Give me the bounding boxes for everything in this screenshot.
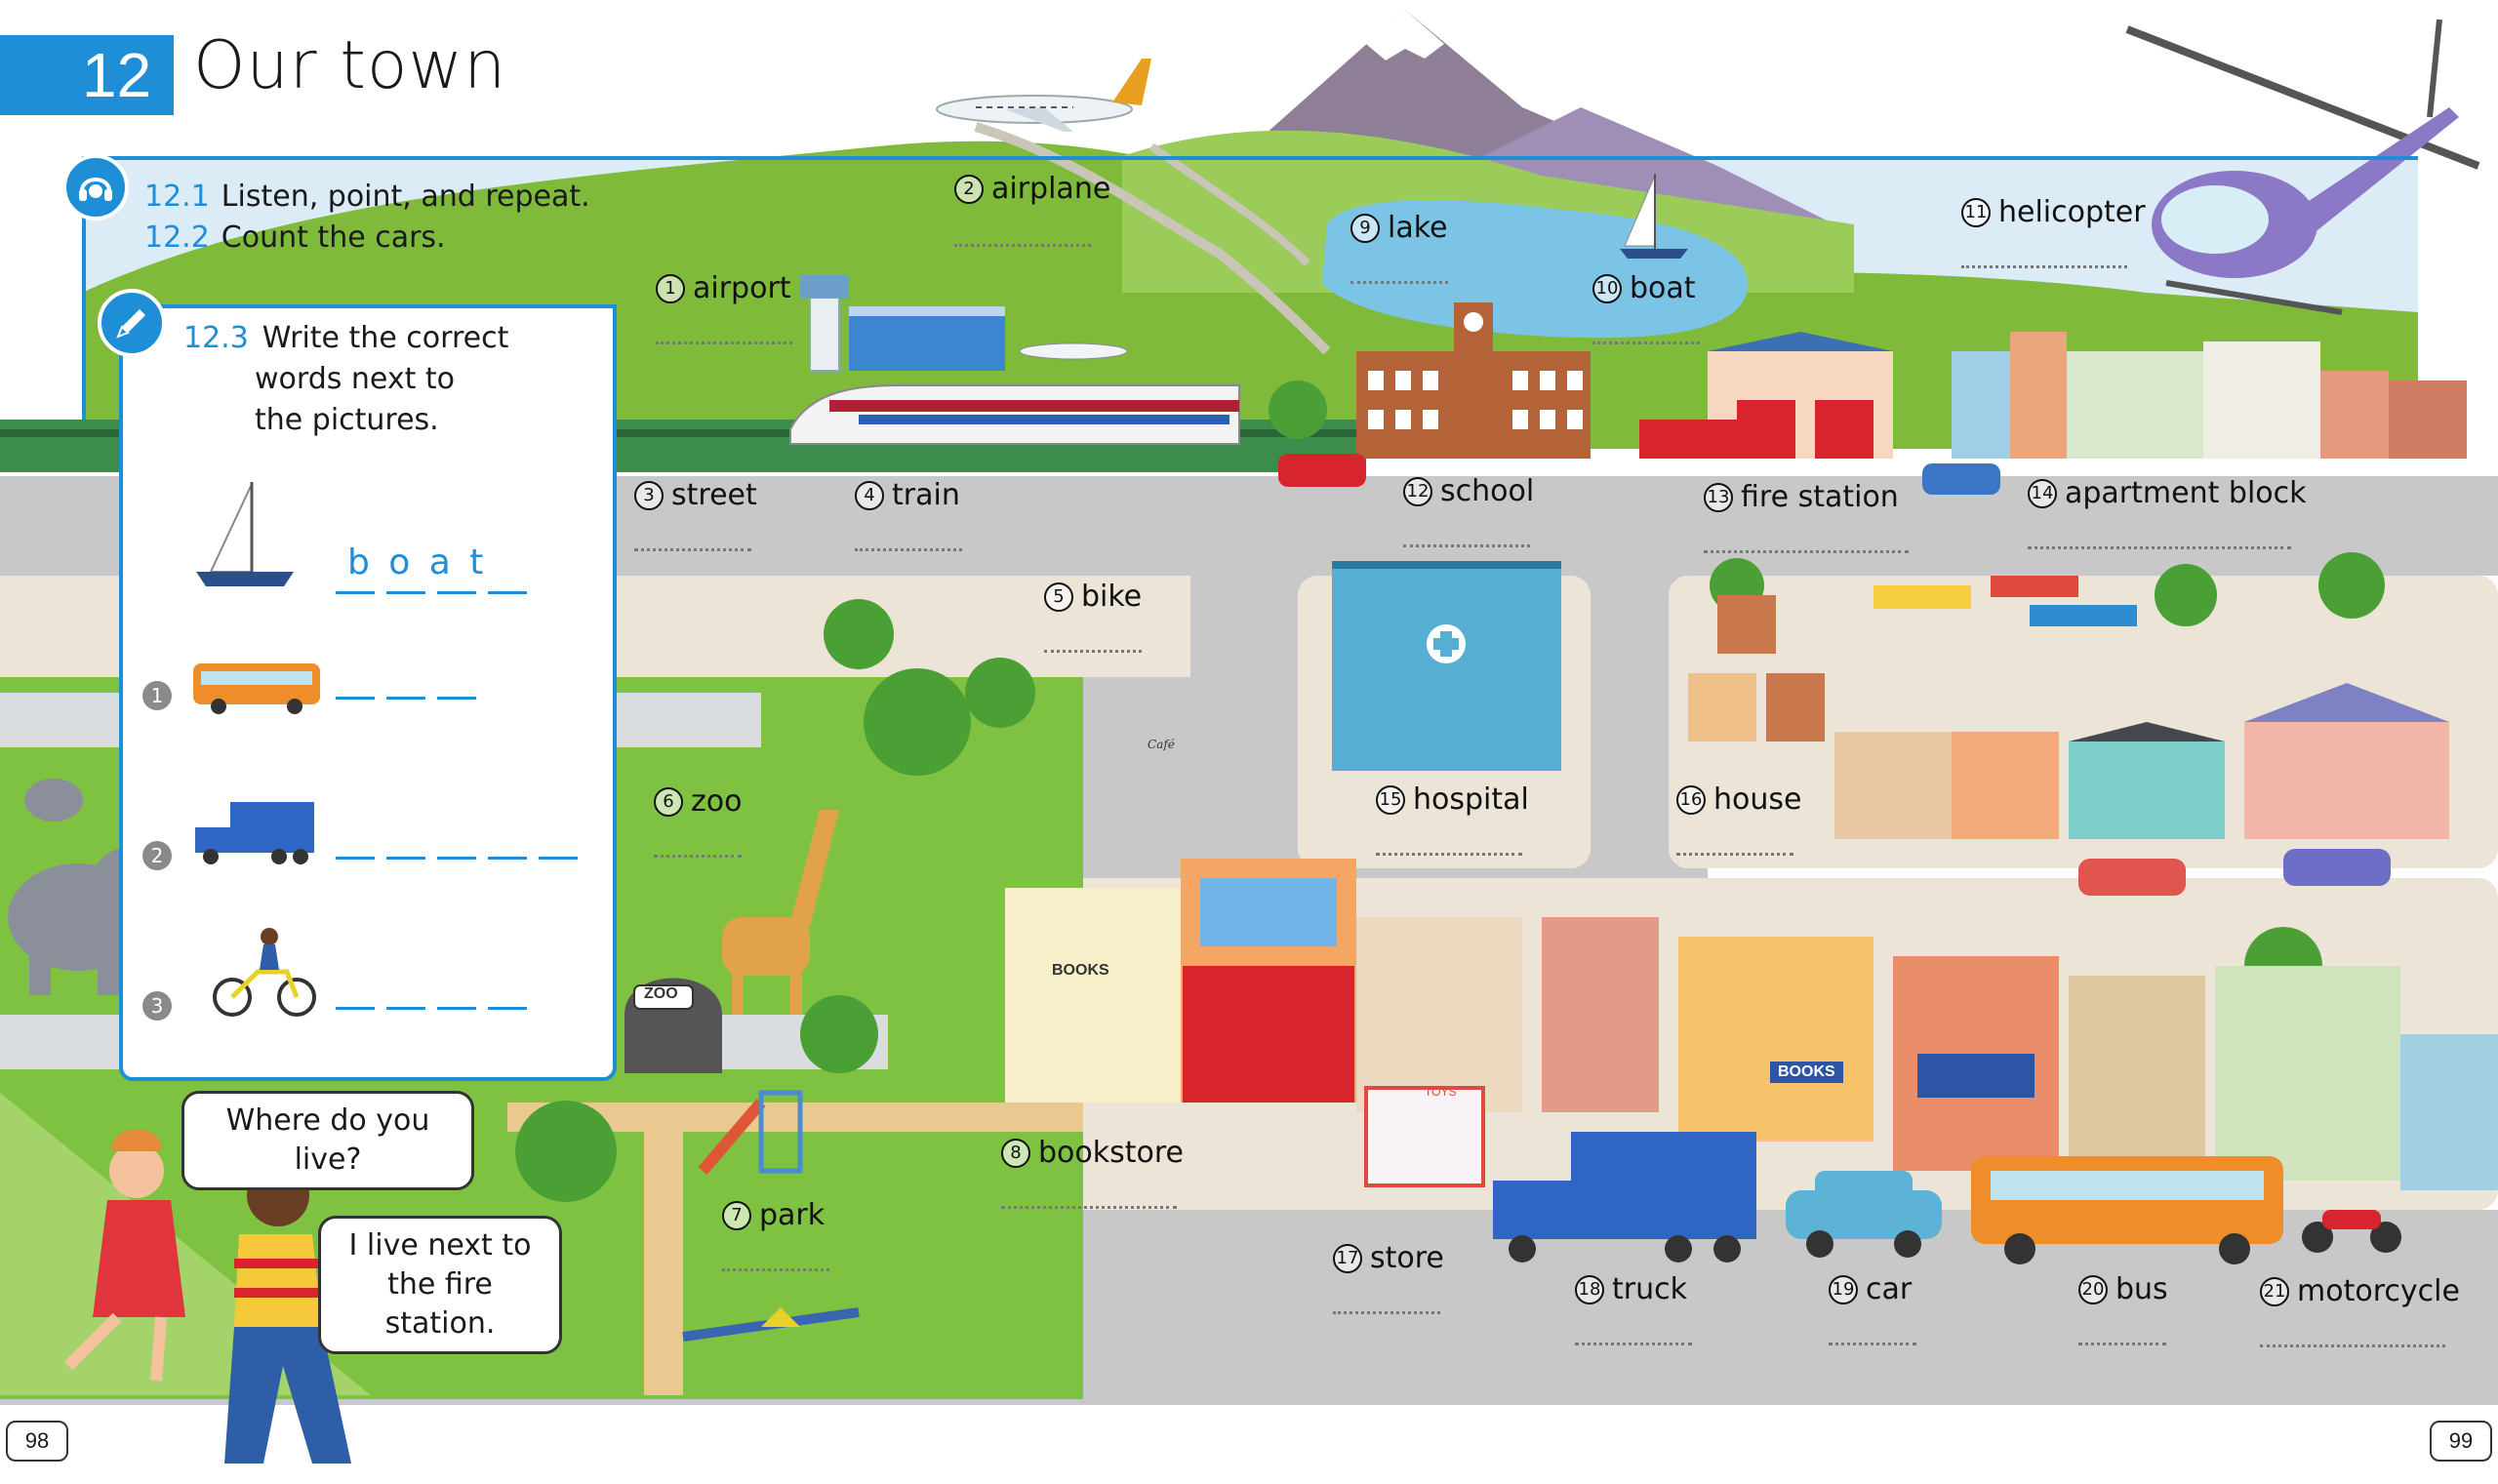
market-stalls: [1874, 576, 2137, 626]
task-text-line: the pictures.: [255, 403, 439, 437]
zoo-sign: ZOO: [644, 985, 678, 1002]
seesaw-icon: [682, 1307, 860, 1342]
truck-icon: [1493, 1132, 1756, 1263]
zoo-fence: [0, 1015, 127, 1069]
bike-icon: [213, 928, 316, 1017]
car-icon: [1786, 1171, 1942, 1258]
cafe-sign: Café: [1148, 738, 1175, 751]
item-number: 1: [142, 681, 172, 710]
giraffe-icon: [722, 810, 839, 1015]
hill-path: [1148, 142, 1310, 266]
hospital-building: [1332, 561, 1561, 771]
page-number-right: 99: [2430, 1421, 2492, 1462]
example-blanks: [336, 591, 527, 594]
speech-bubble-question: Where do you live?: [181, 1091, 474, 1190]
mountain-snow: [1366, 10, 1444, 60]
task-12-3: 12.3 Write the correct: [183, 318, 508, 359]
train-icon: [789, 384, 1240, 445]
airport-icon: [800, 275, 1128, 372]
instruction-frame-left: [82, 156, 86, 420]
airplane-icon: [936, 59, 1151, 132]
bus-icon: [193, 663, 320, 714]
pencil-icon[interactable]: [98, 289, 166, 357]
answer-line-1: I live next to: [348, 1228, 532, 1263]
task-text: Listen, point, and repeat.: [221, 180, 590, 214]
zoo-fence: [605, 693, 761, 747]
helicopter-icon: [2125, 19, 2480, 315]
park-paths: [507, 1103, 1083, 1395]
page-number-left: 98: [6, 1421, 68, 1462]
motorcycle-icon: [2302, 1210, 2401, 1253]
speech-bubble-answer: I live next to the fire station.: [318, 1216, 562, 1354]
cloud-icon: [1669, 62, 2059, 139]
boat-icon: [196, 482, 294, 586]
item-number: 3: [142, 991, 172, 1021]
bus-icon: [1971, 1156, 2283, 1264]
zoo-gate: [624, 978, 722, 1073]
girl-figure: [63, 1129, 185, 1382]
unit-number-badge: 12: [0, 35, 174, 115]
slide-icon: [698, 1090, 803, 1175]
bookstore-sign: BOOKS: [1052, 962, 1109, 979]
fire-station-building: [1639, 332, 1893, 459]
bookstore-sign: BOOKS: [1770, 1062, 1843, 1083]
answer-blanks[interactable]: [336, 697, 476, 700]
instruction-frame-top: [82, 156, 2418, 160]
task-number: 12.2: [144, 221, 210, 255]
task-text-line: words next to: [255, 362, 456, 396]
example-answer: b o a t: [347, 542, 488, 582]
headphones-icon[interactable]: [62, 154, 129, 221]
answer-line-2: the fire station.: [384, 1267, 496, 1341]
task-12-2: 12.2 Count the cars.: [144, 221, 446, 255]
elephant-icon: [8, 779, 162, 995]
shops-row: [1005, 859, 2498, 1190]
school-building: [1356, 302, 1591, 459]
task-text: Count the cars.: [221, 221, 446, 255]
unit-title: Our town: [193, 27, 507, 104]
answer-blanks[interactable]: [336, 857, 578, 860]
task-text: Write the correct: [262, 321, 509, 355]
fire-engine-icon: [1639, 420, 1747, 459]
boat-icon: [1620, 174, 1688, 259]
answer-blanks[interactable]: [336, 1007, 527, 1010]
zoo-fence: [0, 693, 127, 747]
task-12-1: 12.1 Listen, point, and repeat.: [144, 180, 590, 214]
task-number: 12.1: [144, 180, 210, 214]
houses-row: [1688, 595, 2449, 839]
item-number: 2: [142, 841, 172, 870]
toy-store-sign: TOYS: [1425, 1085, 1457, 1099]
writing-exercise-panel: 12.3 Write the correct words next to the …: [119, 304, 617, 1081]
task-number: 12.3: [183, 321, 249, 355]
truck-icon: [195, 802, 314, 864]
apartment-block-row: [1952, 332, 2467, 459]
car-icon: [1278, 454, 2391, 896]
